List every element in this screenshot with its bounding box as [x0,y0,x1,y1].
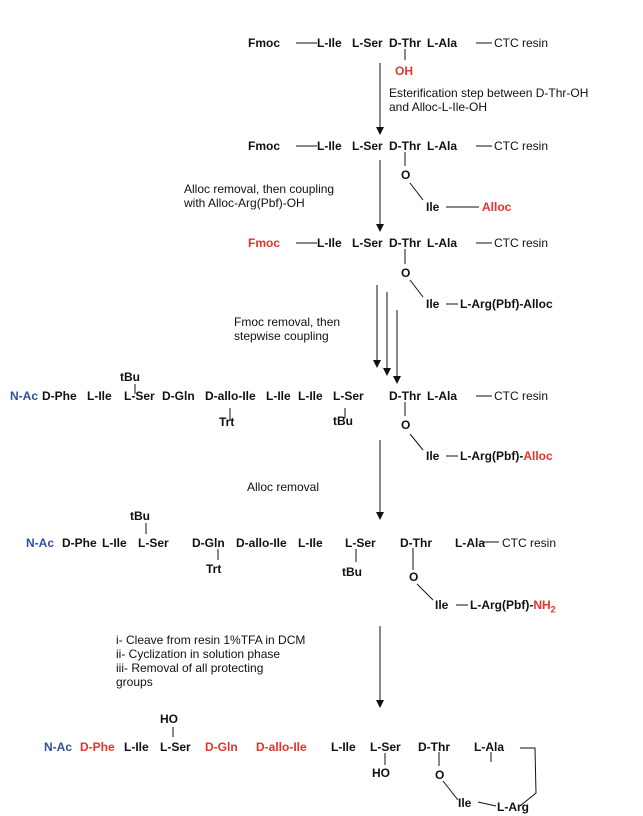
residue-l-ile: L-Ile [124,740,149,754]
fmoc-group: Fmoc [248,236,281,250]
fmoc-group: Fmoc [248,139,281,153]
residue-l-ser: L-Ser [333,389,364,403]
residue-l-ala: L-Ala [427,139,457,153]
ctc-resin: CTC resin [494,139,549,153]
residue-d-gln: D-Gln [205,740,238,754]
ctc-resin: CTC resin [494,389,549,403]
residue-l-ser: L-Ser [138,536,169,550]
residue-d-thr: D-Thr [389,389,421,403]
residue-d-thr: D-Thr [418,740,450,754]
residue-l-ile: L-Ile [87,389,112,403]
step4-label: Alloc removal [247,480,320,494]
residue-l-ser: L-Ser [345,536,376,550]
residue-l-ser: L-Ser [370,740,401,754]
ctc-resin: CTC resin [494,36,549,50]
step5-line2: ii- Cyclization in solution phase [116,647,281,661]
residue-d-thr: D-Thr [389,236,421,250]
residue-l-ala: L-Ala [474,740,504,754]
residue-d-phe: D-Phe [80,740,115,754]
residue-l-ala: L-Ala [427,389,457,403]
residue-l-ala: L-Ala [427,236,457,250]
step1-line2: and Alloc-L-Ile-OH [389,100,488,114]
residue-arg-pbf-alloc: L-Arg(Pbf)-Alloc [460,297,553,311]
residue-l-arg: L-Arg [497,800,529,814]
step5-line1: i- Cleave from resin 1%TFA in DCM [116,633,306,647]
step3-line2: stepwise coupling [234,329,329,343]
residue-d-phe: D-Phe [42,389,77,403]
tbu-group: tBu [333,414,353,428]
step5-line4: groups [116,675,153,689]
residue-l-ser: L-Ser [352,36,383,50]
ester-oxygen: O [401,168,411,182]
tbu-group: tBu [130,509,150,523]
ctc-resin: CTC resin [502,536,557,550]
residue-ile: Ile [426,449,440,463]
residue-ile: Ile [426,200,440,214]
hydroxyl-group: HO [372,766,390,780]
hydroxyl-group: OH [395,64,413,78]
n-acetyl-group: N-Ac [26,536,55,550]
residue-l-ile: L-Ile [298,389,323,403]
ester-oxygen: O [435,768,445,782]
trt-group: Trt [219,415,235,429]
residue-l-ile: L-Ile [317,139,342,153]
trt-group: Trt [206,562,222,576]
residue-l-ala: L-Ala [427,36,457,50]
residue-l-ser: L-Ser [352,139,383,153]
residue-l-ile: L-Ile [102,536,127,550]
residue-l-ile: L-Ile [317,36,342,50]
residue-l-ser: L-Ser [352,236,383,250]
ester-oxygen: O [409,570,419,584]
residue-d-thr: D-Thr [389,139,421,153]
alloc-group: Alloc [482,200,512,214]
residue-d-thr: D-Thr [389,36,421,50]
fmoc-group: Fmoc [248,36,281,50]
step2-line2: with Alloc-Arg(Pbf)-OH [184,196,305,210]
residue-ile: Ile [435,598,449,612]
n-acetyl-group: N-Ac [44,740,73,754]
residue-arg-pbf: L-Arg(Pbf)-NH2 [470,598,556,615]
residue-l-ile: L-Ile [317,236,342,250]
residue-d-allo-ile: D-allo-Ile [205,389,256,403]
residue-ile: Ile [458,796,472,810]
alloc-group: Alloc [523,449,553,463]
residue-d-allo-ile: D-allo-Ile [256,740,307,754]
residue-l-ile: L-Ile [266,389,291,403]
residue-d-phe: D-Phe [62,536,97,550]
residue-arg-pbf: L-Arg(Pbf)-Alloc [460,449,553,463]
hydroxyl-group: HO [160,712,178,726]
residue-l-ala: L-Ala [455,536,485,550]
residue-d-thr: D-Thr [400,536,432,550]
step5-line3: iii- Removal of all protecting [116,661,264,675]
ester-oxygen: O [401,418,411,432]
step2-line1: Alloc removal, then coupling [184,182,335,196]
residue-l-ile: L-Ile [331,740,356,754]
residue-l-ile: L-Ile [298,536,323,550]
amine-group: NH2 [533,598,556,615]
residue-l-ser: L-Ser [160,740,191,754]
tbu-group: tBu [120,370,140,384]
residue-d-gln: D-Gln [162,389,195,403]
tbu-group: tBu [342,565,362,579]
ester-oxygen: O [401,266,411,280]
step3-line1: Fmoc removal, then [234,315,341,329]
residue-l-ser: L-Ser [124,389,155,403]
ctc-resin: CTC resin [494,236,549,250]
n-acetyl-group: N-Ac [10,389,39,403]
residue-ile: Ile [426,297,440,311]
step1-line1: Esterification step between D-Thr-OH [389,86,589,100]
residue-d-gln: D-Gln [192,536,225,550]
residue-d-allo-ile: D-allo-Ile [236,536,287,550]
